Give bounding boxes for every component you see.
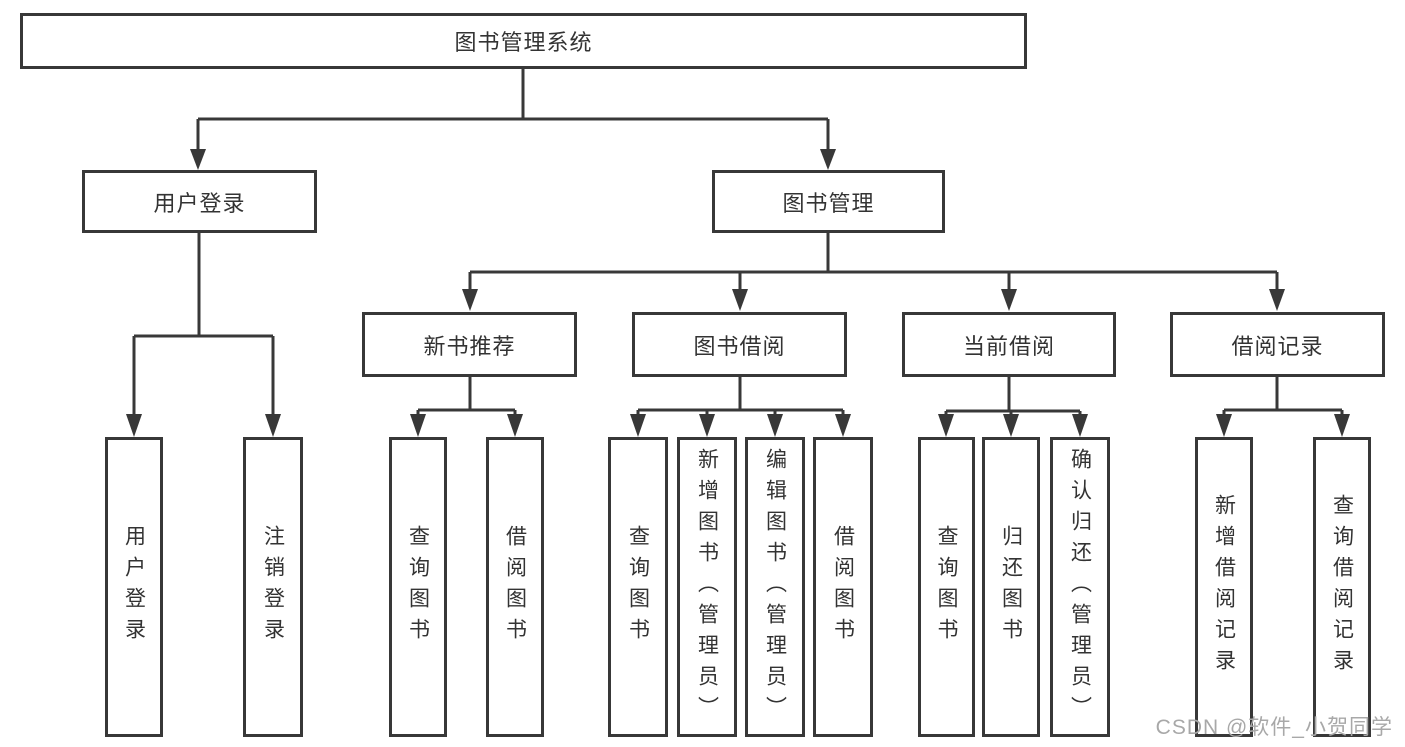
connector-new-books <box>416 377 517 418</box>
arrowheads <box>126 149 1350 437</box>
leaf-confirm-return-admin-label: 确认归还（管理员） <box>1068 447 1092 727</box>
leaf-logout-label: 注销登录 <box>261 525 285 649</box>
csdn-watermark: CSDN @软件_小贺同学 <box>1155 716 1393 739</box>
leaf-query-borrow-record-label: 查询借阅记录 <box>1330 494 1354 680</box>
leaf-confirm-return-admin: 确认归还（管理员） <box>1050 437 1110 737</box>
leaf-query-books-1-label: 查询图书 <box>406 525 430 649</box>
leaf-return-books-label: 归还图书 <box>999 525 1023 649</box>
leaf-query-books-3: 查询图书 <box>918 437 975 737</box>
arrow-icon <box>835 414 851 437</box>
leaf-add-borrow-record: 新增借阅记录 <box>1195 437 1253 737</box>
node-new-book-recommend-label: 新书推荐 <box>423 333 516 359</box>
leaf-add-borrow-record-label: 新增借阅记录 <box>1212 494 1236 680</box>
node-borrow-records-label: 借阅记录 <box>1231 333 1324 359</box>
arrow-icon <box>732 289 748 311</box>
node-book-borrow: 图书借阅 <box>632 312 847 377</box>
connector-borrow-records <box>1222 377 1344 418</box>
node-current-borrow-label: 当前借阅 <box>962 333 1055 359</box>
arrow-icon <box>1072 414 1088 437</box>
arrow-icon <box>1001 289 1017 311</box>
arrow-icon <box>630 414 646 437</box>
leaf-borrow-books-2-label: 借阅图书 <box>831 525 855 649</box>
leaf-query-books-2: 查询图书 <box>608 437 668 737</box>
arrow-icon <box>938 414 954 437</box>
arrow-icon <box>462 289 478 311</box>
arrow-icon <box>767 414 783 437</box>
leaf-query-books-1: 查询图书 <box>389 437 447 737</box>
arrow-icon <box>265 414 281 437</box>
connector-book-management <box>468 233 1279 292</box>
node-borrow-records: 借阅记录 <box>1170 312 1385 377</box>
arrow-icon <box>1269 289 1285 311</box>
leaf-add-books-admin: 新增图书（管理员） <box>677 437 737 737</box>
leaf-query-borrow-record: 查询借阅记录 <box>1313 437 1371 737</box>
node-user-login: 用户登录 <box>82 170 317 233</box>
node-current-borrow: 当前借阅 <box>902 312 1116 377</box>
leaf-add-books-admin-label: 新增图书（管理员） <box>695 447 719 727</box>
leaf-user-login-label: 用户登录 <box>122 525 146 649</box>
arrow-icon <box>820 149 836 170</box>
node-book-management-label: 图书管理 <box>782 190 875 216</box>
arrow-icon <box>410 414 426 437</box>
leaf-borrow-books-1-label: 借阅图书 <box>503 525 527 649</box>
leaf-query-books-2-label: 查询图书 <box>626 525 650 649</box>
node-new-book-recommend: 新书推荐 <box>362 312 577 377</box>
leaf-borrow-books-2: 借阅图书 <box>813 437 873 737</box>
connector-book-borrow <box>636 377 845 418</box>
node-user-login-label: 用户登录 <box>153 190 246 216</box>
connector-root <box>196 68 830 151</box>
leaf-edit-books-admin: 编辑图书（管理员） <box>745 437 805 737</box>
arrow-icon <box>699 414 715 437</box>
connector-user-login <box>132 233 275 418</box>
arrow-icon <box>1216 414 1232 437</box>
node-root: 图书管理系统 <box>20 13 1027 69</box>
arrow-icon <box>1334 414 1350 437</box>
connector-current-borrow <box>944 377 1082 418</box>
node-book-management: 图书管理 <box>712 170 945 233</box>
arrow-icon <box>126 414 142 437</box>
leaf-return-books: 归还图书 <box>982 437 1040 737</box>
leaf-borrow-books-1: 借阅图书 <box>486 437 544 737</box>
arrow-icon <box>1003 414 1019 437</box>
leaf-query-books-3-label: 查询图书 <box>935 525 958 649</box>
arrow-icon <box>190 149 206 170</box>
leaf-edit-books-admin-label: 编辑图书（管理员） <box>763 447 787 727</box>
arrow-icon <box>507 414 523 437</box>
leaf-logout: 注销登录 <box>243 437 303 737</box>
leaf-user-login: 用户登录 <box>105 437 163 737</box>
node-root-label: 图书管理系统 <box>454 30 593 55</box>
node-book-borrow-label: 图书借阅 <box>693 333 786 359</box>
